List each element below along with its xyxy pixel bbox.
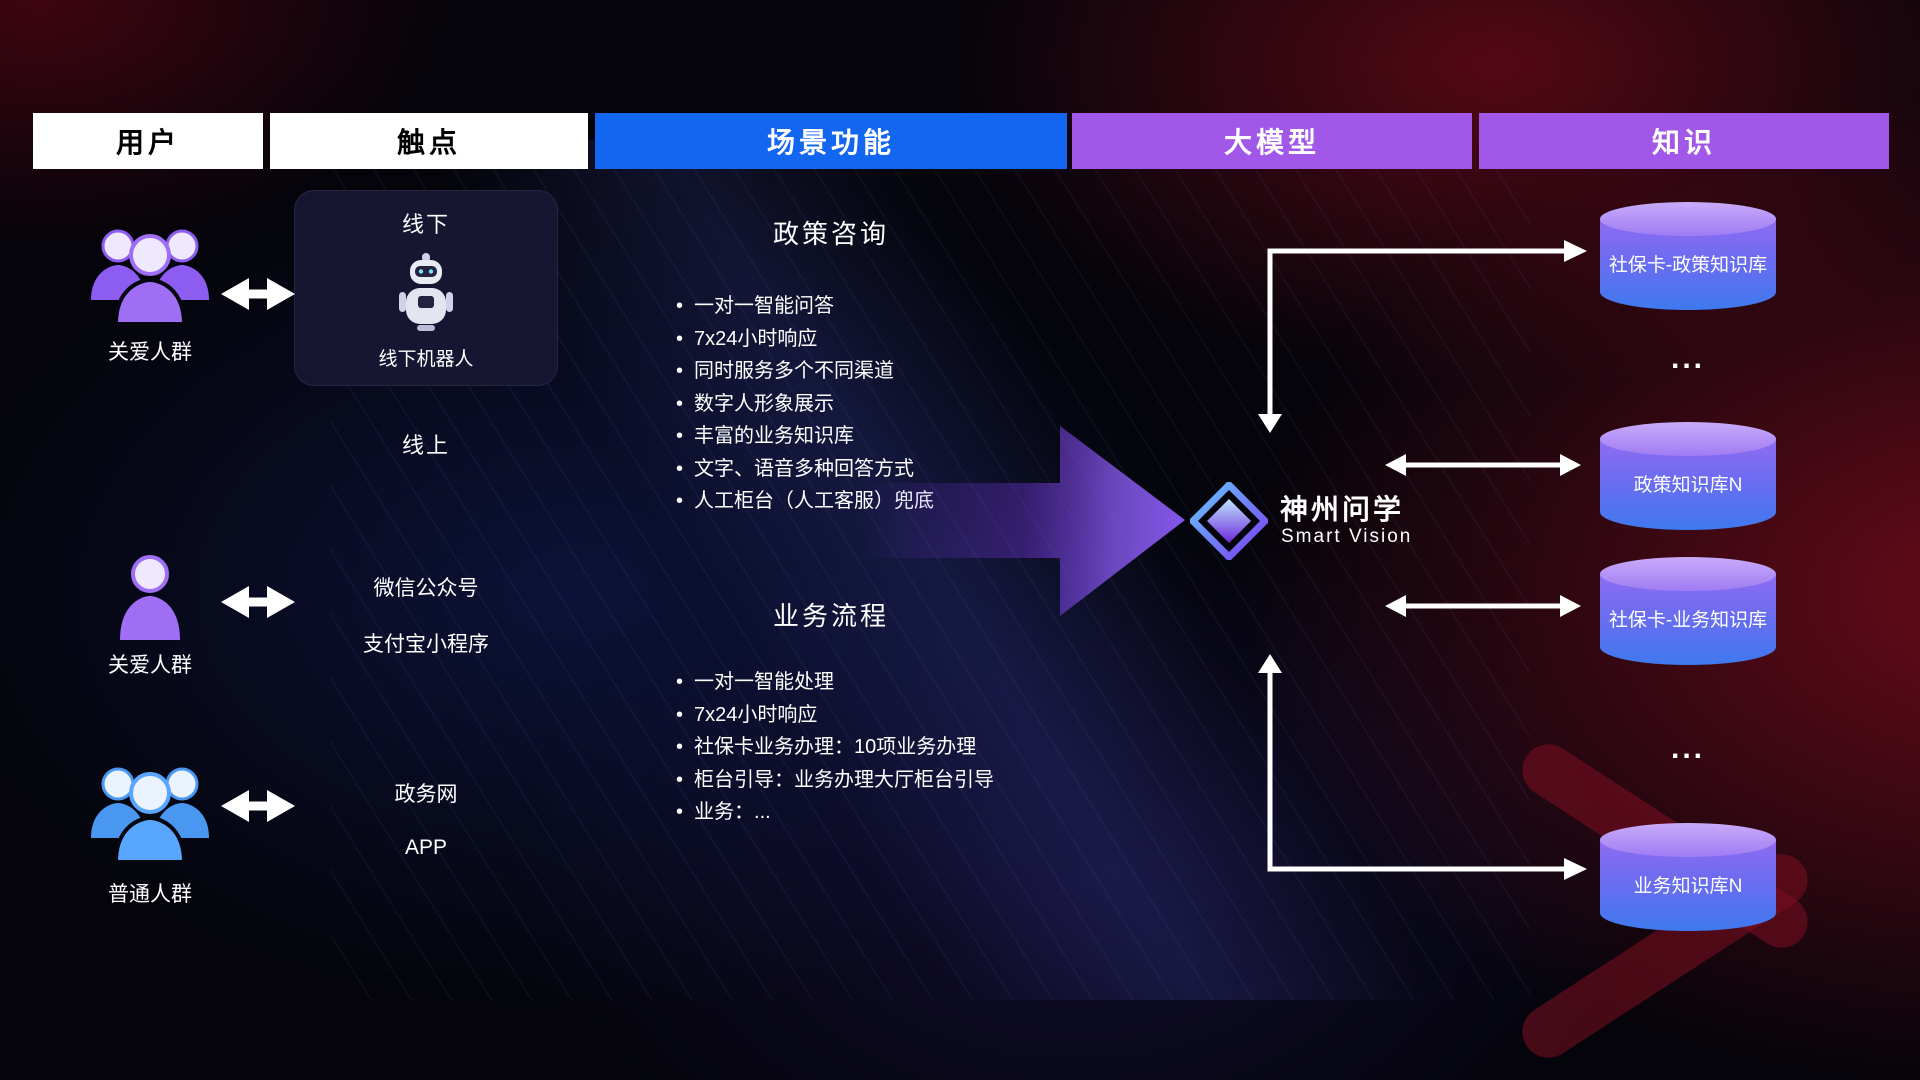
header-large-model: 大模型 — [1072, 113, 1472, 169]
bullet-text: 业务：... — [694, 801, 771, 823]
exchange-arrow-icon — [221, 278, 295, 310]
bullet-item: 丰富的业务知识库 — [676, 420, 1126, 453]
bullet-text: 社保卡业务办理：10项业务办理 — [694, 736, 977, 758]
section-title-policy-consult: 政策咨询 — [772, 219, 889, 249]
knowledge-db-label: 政策知识库N — [1633, 474, 1743, 496]
bullet-item: 7x24小时响应 — [676, 323, 1126, 356]
knowledge-db-policy-n: 政策知识库N — [1600, 422, 1776, 530]
knowledge-ellipsis: ... — [1670, 732, 1705, 765]
bullet-text: 一对一智能问答 — [694, 295, 835, 317]
bullet-item: 7x24小时响应 — [676, 699, 1126, 732]
user-label-ordinary-group: 普通人群 — [108, 883, 192, 906]
bullet-item: 柜台引导：业务办理大厅柜台引导 — [676, 764, 1126, 797]
touchpoint-alipay: 支付宝小程序 — [363, 633, 489, 656]
knowledge-ellipsis: ... — [1670, 342, 1705, 375]
section-title-business-process: 业务流程 — [772, 601, 889, 631]
knowledge-db-label: 业务知识库N — [1633, 875, 1743, 897]
flow-arrow-icon — [860, 426, 1185, 616]
users-group-purple-icon — [91, 229, 209, 326]
bullet-item: 一对一智能问答 — [676, 290, 1126, 323]
user-label-care-group-2: 关爱人群 — [108, 654, 192, 677]
offline-title: 线下 — [401, 212, 450, 237]
user-label-care-group-1: 关爱人群 — [108, 341, 192, 364]
user-person-icon — [120, 555, 180, 640]
header-touchpoints: 触点 — [270, 113, 588, 169]
header-scenario-functions: 场景功能 — [595, 113, 1067, 169]
knowledge-db-business-n: 业务知识库N — [1600, 823, 1776, 931]
bullet-text: 7x24小时响应 — [694, 327, 818, 350]
exchange-arrow-icon — [221, 790, 295, 822]
database-icon — [1600, 202, 1776, 236]
bullet-item: 数字人形象展示 — [676, 388, 1126, 421]
header-users: 用户 — [33, 113, 263, 169]
bullet-text: 丰富的业务知识库 — [694, 425, 855, 447]
database-icon — [1600, 557, 1776, 591]
bullet-item: 一对一智能处理 — [676, 666, 1126, 699]
exchange-arrow-icon — [221, 586, 295, 618]
offline-robot-label: 线下机器人 — [378, 349, 474, 370]
bullet-text: 7x24小时响应 — [694, 703, 818, 726]
database-icon — [1600, 422, 1776, 456]
business-bullet-list: 一对一智能处理 7x24小时响应 社保卡业务办理：10项业务办理 柜台引导：业务… — [676, 666, 1126, 829]
knowledge-db-policy-ss-card: 社保卡-政策知识库 — [1600, 202, 1776, 310]
double-arrow-icon — [1385, 454, 1581, 476]
smart-vision-logo-icon — [1190, 482, 1268, 560]
knowledge-db-label: 社保卡-业务知识库 — [1608, 609, 1768, 631]
bullet-text: 数字人形象展示 — [694, 392, 835, 415]
touchpoint-wechat: 微信公众号 — [373, 577, 479, 600]
policy-bullet-list: 一对一智能问答 7x24小时响应 同时服务多个不同渠道 数字人形象展示 丰富的业… — [676, 290, 1126, 518]
users-group-blue-icon — [91, 767, 209, 864]
model-subtitle: Smart Vision — [1281, 526, 1413, 547]
bullet-item: 社保卡业务办理：10项业务办理 — [676, 731, 1126, 764]
bullet-text: 一对一智能处理 — [694, 671, 835, 693]
offline-touchpoint-card: 线下 线下机器人 — [294, 190, 558, 386]
touchpoint-gov-web: 政务网 — [394, 783, 458, 806]
bullet-text: 同时服务多个不同渠道 — [694, 360, 895, 382]
model-name: 神州问学 — [1280, 494, 1405, 525]
elbow-arrow-up-icon — [1258, 240, 1587, 433]
bullet-item: 同时服务多个不同渠道 — [676, 355, 1126, 388]
bullet-text: 文字、语音多种回答方式 — [694, 457, 915, 480]
knowledge-db-label: 社保卡-政策知识库 — [1608, 254, 1768, 276]
bullet-item: 业务：... — [676, 796, 1126, 829]
touchpoint-app: APP — [404, 836, 448, 859]
knowledge-db-business-ss-card: 社保卡-业务知识库 — [1600, 557, 1776, 665]
robot-icon — [399, 252, 453, 331]
bullet-item: 文字、语音多种回答方式 — [676, 453, 1126, 486]
double-arrow-icon — [1385, 595, 1581, 617]
bullet-text: 柜台引导：业务办理大厅柜台引导 — [694, 768, 995, 791]
online-label: 线上 — [401, 433, 450, 458]
header-knowledge: 知识 — [1479, 113, 1889, 169]
database-icon — [1600, 823, 1776, 857]
